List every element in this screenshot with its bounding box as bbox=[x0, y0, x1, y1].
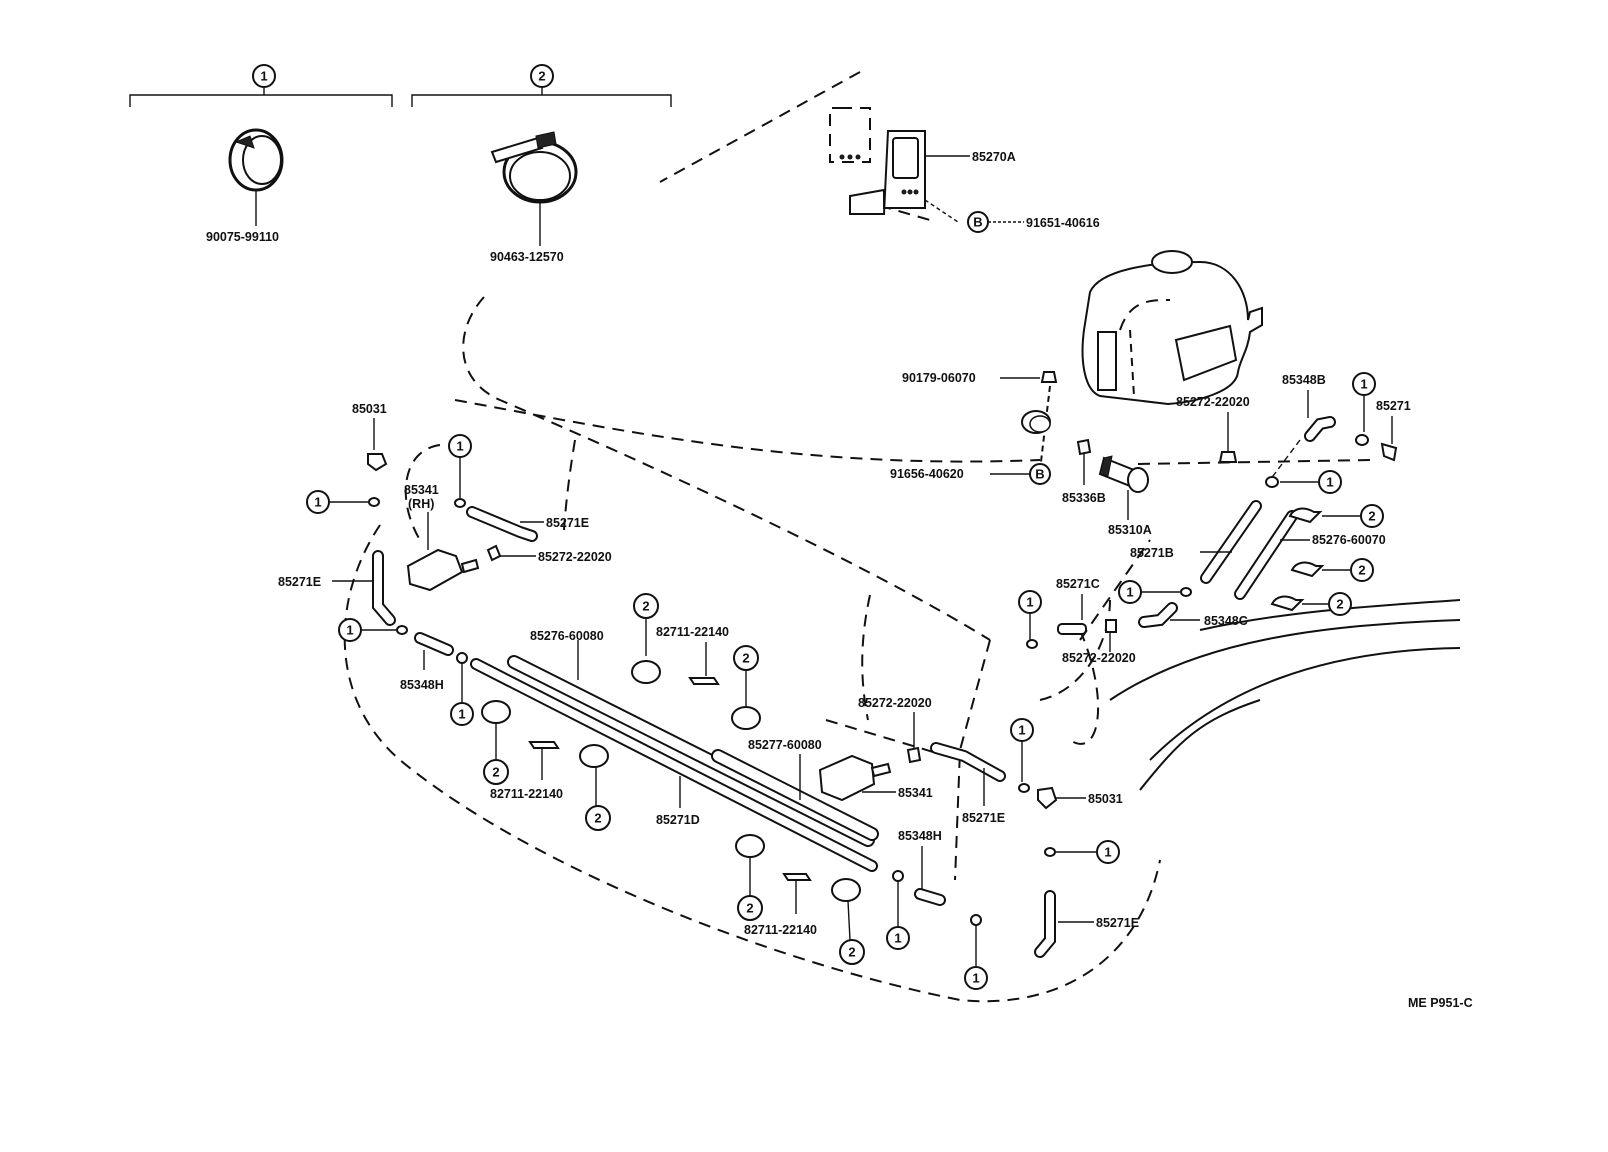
part-number-85031-right: 85031 bbox=[1088, 792, 1123, 806]
callout-2-i: 2 bbox=[848, 945, 855, 960]
callout-1-b: 1 bbox=[1326, 475, 1333, 490]
callout-2-h: 2 bbox=[746, 901, 753, 916]
part-number-85276-60080: 85276-60080 bbox=[530, 629, 604, 643]
part-number-85270A: 85270A bbox=[972, 150, 1016, 164]
part-number-85272-22020-top: 85272-22020 bbox=[1176, 395, 1250, 409]
part-number-85271E-right: 85271E bbox=[1096, 916, 1139, 930]
callout-1-a: 1 bbox=[1360, 377, 1367, 392]
part-number-85336B: 85336B bbox=[1062, 491, 1106, 505]
part-number-90179-06070: 90179-06070 bbox=[902, 371, 976, 385]
cap-icon bbox=[1265, 476, 1279, 488]
part-number-85348C: 85348C bbox=[1204, 614, 1248, 628]
part-number-85341-rh-suffix: (RH) bbox=[408, 497, 434, 511]
callout-2-g: 2 bbox=[594, 811, 601, 826]
callout-1-circle bbox=[252, 64, 276, 88]
part-number-85271D: 85271D bbox=[656, 813, 700, 827]
tie-icon bbox=[782, 873, 812, 881]
hose-clamp-icon bbox=[579, 744, 609, 768]
hose-clamp-icon bbox=[731, 706, 761, 730]
part-number-85310A: 85310A bbox=[1108, 523, 1152, 537]
bracket-icon bbox=[818, 754, 876, 802]
callout-2-f: 2 bbox=[492, 765, 499, 780]
clip-icon bbox=[486, 544, 502, 562]
part-number-90463-12570: 90463-12570 bbox=[490, 250, 564, 264]
clip-icon bbox=[1105, 619, 1117, 633]
kit-group-2-callout: 2 bbox=[538, 69, 545, 84]
long-hoses bbox=[470, 655, 879, 872]
callout-1-l: 1 bbox=[1104, 845, 1111, 860]
part-number-85272-22020-left: 85272-22020 bbox=[538, 550, 612, 564]
body-outline bbox=[343, 71, 1371, 1003]
part-number-85276-60070: 85276-60070 bbox=[1312, 533, 1386, 547]
hose-clamp-icon bbox=[631, 660, 661, 684]
washer-reservoir-tank bbox=[1081, 250, 1263, 406]
callout-2-c: 2 bbox=[1336, 597, 1343, 612]
part-number-85277-60080: 85277-60080 bbox=[748, 738, 822, 752]
hose-clamp-icon bbox=[831, 878, 861, 902]
clip-icon bbox=[906, 746, 922, 764]
part-number-85272-22020-center: 85272-22020 bbox=[858, 696, 932, 710]
callout-1-j: 1 bbox=[894, 931, 901, 946]
callout-1-g: 1 bbox=[346, 623, 353, 638]
callout-2-a: 2 bbox=[1368, 509, 1375, 524]
clip-icon bbox=[1218, 451, 1238, 463]
callout-2-b: 2 bbox=[1358, 563, 1365, 578]
callout-1-k: 1 bbox=[972, 971, 979, 986]
pump-grommet-icon bbox=[1021, 410, 1051, 434]
hose-clamp-icon bbox=[735, 834, 765, 858]
part-number-91651-40616: 91651-40616 bbox=[1026, 216, 1100, 230]
kit-group-1-callout: 1 bbox=[260, 69, 267, 84]
callout-1-e: 1 bbox=[314, 495, 321, 510]
part-number-85348B: 85348B bbox=[1282, 373, 1326, 387]
callout-1-i: 1 bbox=[1018, 723, 1025, 738]
part-number-85272-22020-mid: 85272-22020 bbox=[1062, 651, 1136, 665]
callout-1-h: 1 bbox=[458, 707, 465, 722]
drawing-code: ME P951-C bbox=[1408, 996, 1473, 1010]
callout-b-grommet: B bbox=[1035, 467, 1044, 482]
part-number-85271E-upper: 85271E bbox=[546, 516, 589, 530]
reservoir-bracket bbox=[829, 107, 926, 215]
part-number-82711-22140-bottom: 82711-22140 bbox=[744, 923, 817, 937]
nozzle-icon bbox=[1380, 442, 1398, 462]
hose-clamp-icon bbox=[481, 700, 511, 724]
kit-group-1: 1 90075-99110 bbox=[129, 64, 393, 244]
cap-icon bbox=[1355, 434, 1369, 446]
callout-2-e: 2 bbox=[742, 651, 749, 666]
tie-icon bbox=[688, 677, 720, 685]
grommet-icon bbox=[1076, 438, 1092, 456]
part-number-85348H-center: 85348H bbox=[898, 829, 942, 843]
part-number-90075-99110: 90075-99110 bbox=[206, 230, 279, 244]
clip-2-group: 2 2 2 bbox=[1270, 504, 1384, 616]
hose-joint-icon bbox=[1057, 623, 1087, 635]
nut-icon bbox=[1040, 371, 1058, 383]
part-number-85271E-left: 85271E bbox=[278, 575, 321, 589]
callout-2-d: 2 bbox=[642, 599, 649, 614]
part-number-85271B: 85271B bbox=[1130, 546, 1174, 560]
part-number-85031-left: 85031 bbox=[352, 402, 387, 416]
callout-1-f: 1 bbox=[456, 439, 463, 454]
kit-group-2: 2 90463-12570 bbox=[411, 64, 672, 264]
bracket-icon bbox=[406, 548, 464, 592]
band-clamp-icon bbox=[490, 131, 578, 204]
tie-icon bbox=[528, 741, 560, 749]
washer-pump-icon bbox=[1098, 455, 1149, 493]
part-number-82711-22140-left: 82711-22140 bbox=[490, 787, 563, 801]
hose-clamp-ring-icon bbox=[228, 128, 284, 192]
part-number-85341-rh: 85341 bbox=[404, 483, 439, 497]
nozzle-icon bbox=[367, 453, 388, 472]
nozzle-icon bbox=[1037, 786, 1058, 810]
callout-1-c: 1 bbox=[1126, 585, 1133, 600]
callout-1-d: 1 bbox=[1026, 595, 1033, 610]
part-number-85271-right: 85271 bbox=[1376, 399, 1411, 413]
fender-arch bbox=[1109, 599, 1461, 791]
part-number-85271C: 85271C bbox=[1056, 577, 1100, 591]
part-number-85271E-center: 85271E bbox=[962, 811, 1005, 825]
part-number-85348H-left: 85348H bbox=[400, 678, 444, 692]
part-number-85341-center: 85341 bbox=[898, 786, 933, 800]
part-number-82711-22140-upper: 82711-22140 bbox=[656, 625, 729, 639]
callout-b-bolt: B bbox=[973, 215, 982, 230]
part-number-91656-40620: 91656-40620 bbox=[890, 467, 964, 481]
